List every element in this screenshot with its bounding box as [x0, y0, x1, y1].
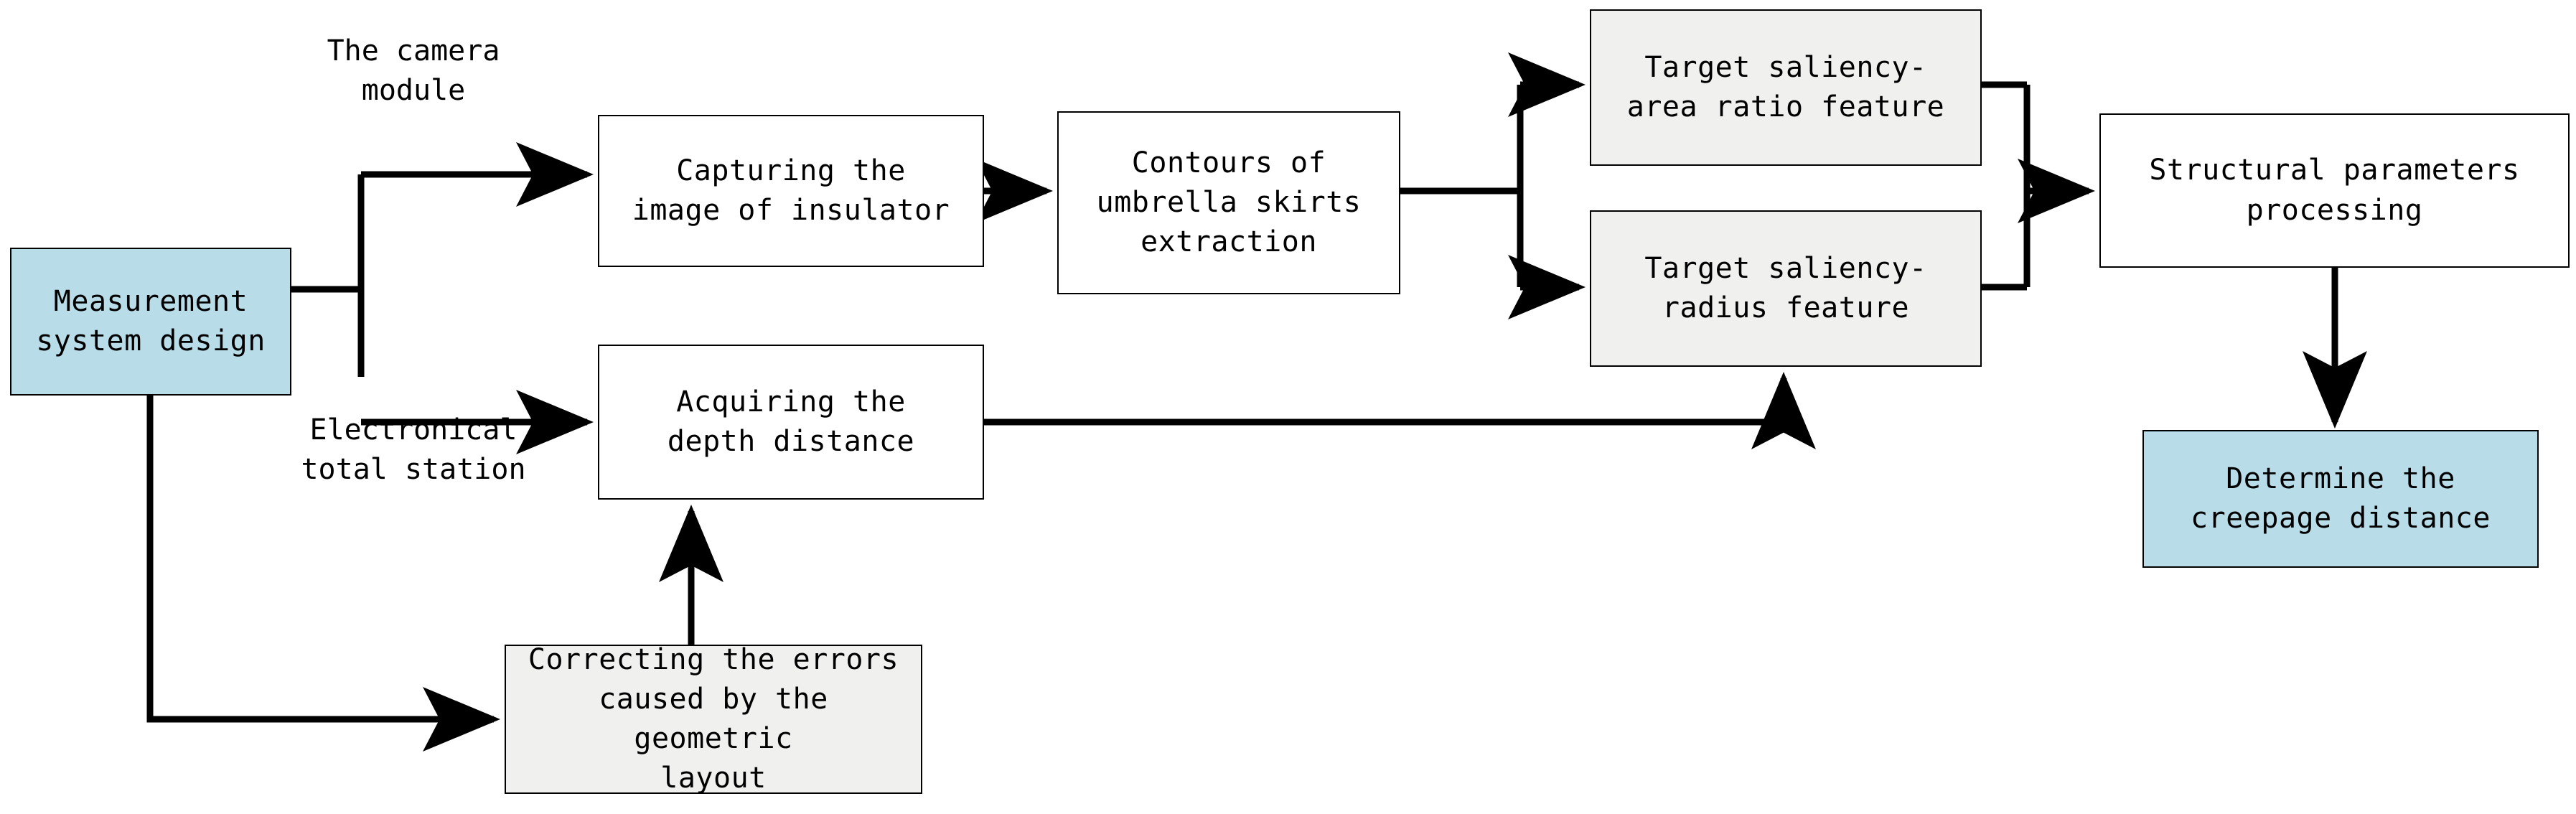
node-structural-parameters-processing[interactable]: Structural parameters processing [2099, 113, 2570, 268]
node-measurement-system-design[interactable]: Measurement system design [10, 248, 291, 396]
edge-depth-to-radius-feature [984, 372, 1816, 449]
node-determine-the-creepage-distance[interactable]: Determine the creepage distance [2142, 430, 2539, 568]
node-correcting-the-errors[interactable]: Correcting the errors caused by the geom… [505, 643, 922, 795]
edge-measurement-to-correcting [146, 396, 500, 752]
node-target-saliency-radius-feature[interactable]: Target saliency- radius feature [1590, 210, 1982, 367]
node-contours-of-umbrella-skirts-extraction[interactable]: Contours of umbrella skirts extraction [1057, 111, 1400, 294]
node-acquiring-the-depth-distance[interactable]: Acquiring the depth distance [598, 345, 984, 500]
edge-label-the-camera-module: The camera module [327, 34, 500, 108]
node-capturing-image-of-insulator[interactable]: Capturing the image of insulator [598, 115, 984, 267]
edge-label-electronical-total-station: Electronical total station [301, 413, 526, 487]
node-target-saliency-area-ratio-feature[interactable]: Target saliency- area ratio feature [1590, 9, 1982, 166]
